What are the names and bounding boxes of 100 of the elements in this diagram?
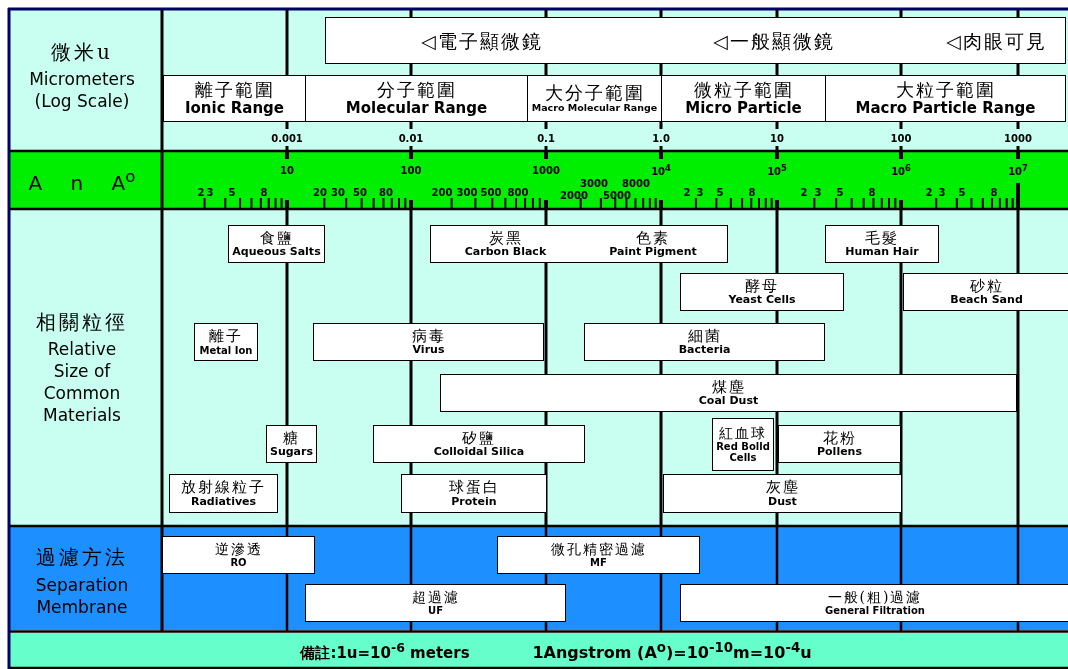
scale-number: 5 [958,186,966,198]
box-subtitle: Dust [768,495,797,508]
scale-number: 1000 [1004,132,1032,144]
material-box [401,474,547,513]
box-subtitle: Molecular Range [345,100,488,117]
scale-number: 0.01 [398,132,424,144]
scale-number: 0.001 [271,132,303,144]
membrane-box [305,584,566,622]
scale-number: 80 [379,186,393,198]
scale-number: 2 [197,186,205,198]
membrane-box [162,536,315,574]
material-box [680,273,844,311]
box-title: 微粒子範圍 [693,80,794,101]
material-box [903,273,1068,311]
material-box [440,374,1017,412]
scale-number: 5000 [603,189,631,201]
box-title: 紅血球 [719,425,767,442]
box-subtitle: Macro Molecular Range [531,103,658,114]
scale-number: 8 [748,186,756,198]
membrane-box [680,584,1068,622]
box-subtitle: Paint Pigment [609,246,697,259]
scale-number: 800 [507,186,529,198]
scale-number: 3000 [580,177,608,189]
range-box [305,75,528,122]
scale-number: 10$^{5}$ [767,162,787,178]
box-subtitle: Colloidal Silica [433,446,525,459]
box-title: 球蛋白 [448,479,500,496]
scale-number: 0.1 [537,132,555,144]
microscope-box [325,17,1066,64]
scale-number: 50 [353,186,367,198]
material-box [778,425,901,463]
scale-number: 10$^{4}$ [651,162,671,178]
row-heading: Relative Size of Common Materials [42,337,122,427]
material-box [663,474,902,513]
row-heading: A n A$^{o}$ [28,167,136,195]
scale-number: 5 [716,186,724,198]
material-box [194,323,258,361]
box-subtitle: Aqueous Salts [232,246,321,259]
range-box [825,75,1066,122]
microscope-label: ◁肉眼可見 [946,30,1047,51]
box-subtitle: Bacteria [678,344,731,357]
scale-number: 2 [925,186,933,198]
row-heading: Separation Membrane [34,573,130,619]
scale-number: 500 [480,186,502,198]
box-subtitle: Sugars [270,446,313,459]
scale-number: 8000 [622,177,650,189]
microscope-label: ◁一般顯微鏡 [713,30,835,51]
box-title: 食鹽 [259,229,294,247]
box-title: 炭黑 [488,229,523,247]
scale-number: 3 [206,186,214,198]
row-heading: Micrometers (Log Scale) [28,67,136,113]
box-title: 花粉 [822,429,857,447]
row-heading: 相關粒徑 [36,308,128,336]
footnote: 備註:1u=10$^{-6}$ meters [300,639,470,663]
row-heading: 微米u [51,38,113,66]
scale-number: 5 [836,186,844,198]
membrane-box [497,536,700,574]
box-subtitle: UF [428,605,443,617]
box-subtitle: Radiatives [190,495,257,508]
scale-number: 3 [696,186,704,198]
box-title: 大粒子範圍 [895,80,996,101]
microscope-label: ◁電子顯微鏡 [421,30,543,51]
box-subtitle: Macro Particle Range [855,100,1036,117]
scale-number: 10$^{6}$ [891,162,911,178]
scale-number: 3 [938,186,946,198]
scale-number: 20 [313,186,327,198]
box-title: 細菌 [687,327,722,345]
range-box [163,75,306,122]
range-box [527,75,662,122]
material-box [313,323,544,361]
scale-number: 1000 [532,164,560,176]
box-subtitle: RO [230,557,247,569]
box-subtitle: Virus [412,344,445,357]
scale-number: 10 [280,164,294,176]
material-box [266,425,317,463]
scale-number: 10 [770,132,784,144]
material-box [373,425,585,463]
footnote: 1Angstrom (A$^{o}$)=10$^{-10}$m=10$^{-4}$u [532,639,812,663]
box-subtitle: Beach Sand [950,294,1023,307]
box-subtitle: Red Bolld Cells [715,441,771,464]
scale-number: 8 [868,186,876,198]
scale-number: 2000 [560,189,588,201]
box-title: 大分子範圍 [544,83,645,104]
scale-number: 5 [228,186,236,198]
box-title: 色素 [636,229,670,247]
scale-number: 100 [890,132,912,144]
box-subtitle: General Filtration [825,605,925,617]
material-box [228,225,325,263]
scale-number: 8 [260,186,268,198]
scale-number: 100 [400,164,422,176]
scale-number: 3 [814,186,822,198]
box-title: 矽鹽 [462,429,496,447]
box-title: 超過濾 [411,589,460,606]
scale-number: 10$^{7}$ [1008,162,1028,178]
material-box [430,225,580,263]
box-subtitle: Micro Particle [685,100,802,117]
box-title: 一般(粗)過濾 [827,589,923,606]
box-subtitle: Carbon Black [464,246,547,259]
range-box [661,75,826,122]
box-title: 離子範圍 [194,80,275,101]
